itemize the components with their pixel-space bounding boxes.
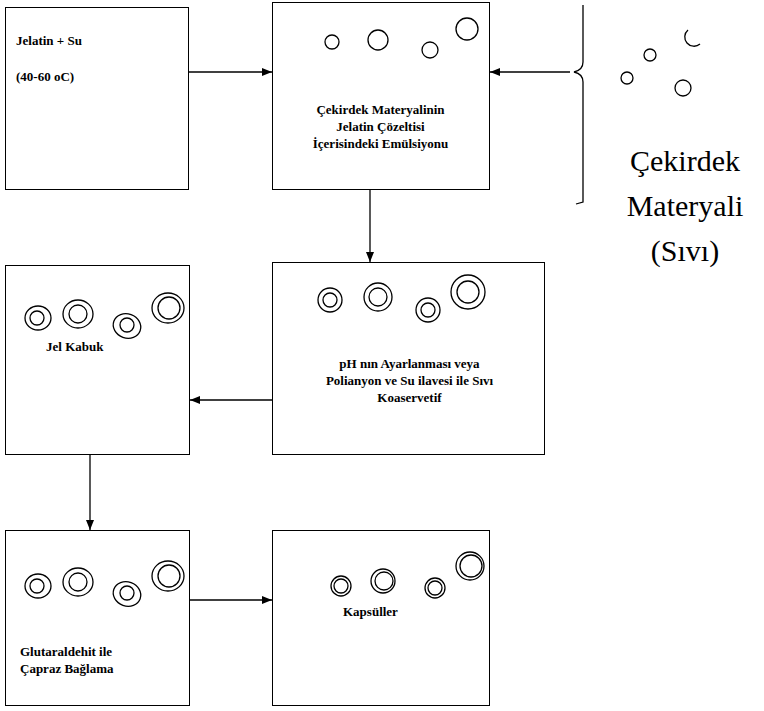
shell-outer	[63, 300, 93, 328]
core-droplet	[644, 49, 656, 61]
shell-inner	[158, 565, 180, 587]
capsule-outer	[371, 569, 395, 593]
step-text: Çekirdek Materyalinin Jelatin Çözeltisi …	[308, 101, 453, 152]
droplet	[422, 42, 438, 58]
droplet	[325, 35, 339, 49]
shell-inner	[30, 311, 44, 325]
step-text: Jelatin + Su	[16, 32, 176, 49]
step-text: (40-60 oC)	[16, 68, 176, 85]
shell-outer	[152, 293, 184, 323]
core-droplet	[675, 80, 691, 96]
process-box: Glutaraldehit ile Çapraz Bağlama	[5, 530, 190, 706]
brace	[574, 5, 583, 204]
core-droplet	[685, 30, 700, 46]
core-droplet	[621, 72, 633, 84]
shell-outer	[25, 306, 51, 330]
capsule-outer	[425, 578, 445, 598]
capsule-inner	[428, 581, 442, 595]
step-text: pH nın Ayarlanması veya Polianyon ve Su …	[317, 355, 502, 406]
flow-arrow	[369, 190, 370, 262]
droplet-inner	[369, 288, 387, 306]
droplet	[368, 30, 388, 50]
process-box: Kapsüller	[272, 530, 490, 706]
shell-inner	[69, 573, 87, 591]
process-box: Jel Kabuk	[5, 265, 190, 455]
process-box: Çekirdek Materyalinin Jelatin Çözeltisi …	[272, 2, 490, 190]
droplet-outer	[416, 298, 440, 322]
shell-inner	[30, 579, 44, 593]
shell-outer	[110, 310, 145, 342]
droplet-inner	[323, 293, 337, 307]
flow-arrow	[189, 71, 272, 72]
step-text: Jel Kabuk	[46, 338, 166, 355]
droplet-outer	[451, 275, 485, 309]
shell-inner	[158, 297, 180, 319]
shell-inner	[120, 586, 134, 600]
process-box: Jelatin + Su (40-60 oC)	[5, 7, 189, 190]
flow-arrow	[190, 599, 272, 600]
flow-arrow	[190, 399, 272, 400]
droplet-inner	[421, 303, 435, 317]
capsule-inner	[375, 572, 393, 590]
process-box: pH nın Ayarlanması veya Polianyon ve Su …	[272, 262, 545, 455]
shell-outer	[25, 574, 51, 598]
step-text: Kapsüller	[343, 603, 463, 620]
droplet-outer	[318, 288, 342, 312]
capsule-inner	[334, 579, 348, 593]
material-label: Çekirdek Materyali (Sıvı)	[610, 138, 760, 273]
droplet-outer	[364, 283, 392, 311]
shell-outer	[63, 568, 93, 596]
droplet-inner	[457, 281, 479, 303]
capsule-inner	[460, 555, 482, 577]
step-text: Glutaraldehit ile Çapraz Bağlama	[20, 643, 145, 677]
capsule-outer	[456, 552, 484, 580]
droplet	[456, 18, 478, 40]
shell-outer	[110, 578, 145, 610]
shell-outer	[152, 561, 184, 591]
feed-arrow	[490, 71, 570, 72]
capsule-outer	[331, 576, 351, 596]
flow-arrow	[89, 455, 90, 530]
shell-inner	[120, 318, 134, 332]
shell-inner	[69, 305, 87, 323]
